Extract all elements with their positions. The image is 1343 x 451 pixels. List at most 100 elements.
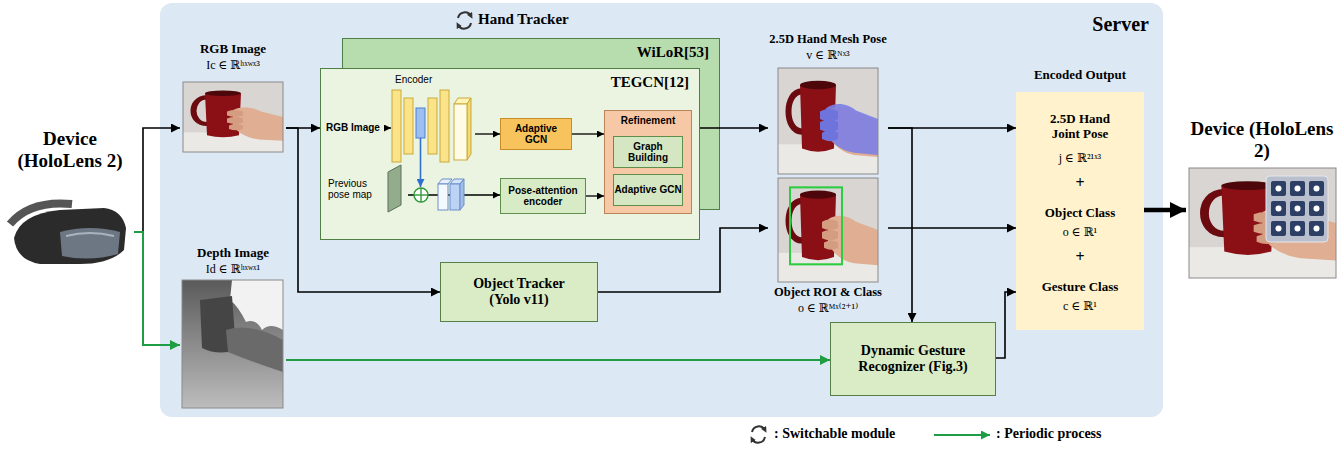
depth-photo — [182, 280, 283, 408]
input-arrow — [384, 128, 391, 129]
node-title: Adaptive GCN — [614, 184, 682, 196]
node-text: o ∈ ℝᴹˣ⁽²⁺¹⁾ — [768, 302, 888, 316]
node-text: + — [1016, 248, 1144, 266]
node-text: Object Class — [1016, 206, 1144, 221]
photo-frame — [183, 82, 283, 152]
ar-view-photo — [1271, 221, 1286, 236]
connector-arrow — [134, 232, 180, 345]
sum-symbol — [414, 188, 428, 202]
encoder-symbol — [467, 98, 471, 160]
node-text: Gesture Class — [1016, 280, 1144, 295]
connector-arrow — [888, 227, 1016, 229]
ar-view-photo — [1271, 201, 1286, 216]
node-title: Object Tracker (Yolo v11) — [459, 276, 579, 308]
node-text: j ∈ ℝ²¹ˣ³ — [1016, 152, 1144, 166]
encoder-symbol — [392, 90, 471, 162]
mesh-photo — [820, 119, 838, 132]
ar-view-photo — [1290, 201, 1305, 216]
node-title: Device (HoloLens 2) — [1186, 118, 1338, 162]
ar-view-photo — [1314, 186, 1320, 192]
annotation-label: Hand Tracker — [478, 11, 569, 28]
photo-frame — [778, 178, 878, 282]
sum-symbol — [420, 188, 421, 202]
mesh-photo — [822, 131, 838, 142]
node-title: Refinement — [605, 115, 691, 127]
legend-switchable-icon — [752, 426, 765, 442]
legend-switchable-icon — [752, 437, 765, 443]
rgb-photo — [183, 82, 283, 152]
node-title: Depth Image — [180, 246, 286, 261]
hololens-headset — [60, 228, 120, 259]
ar-view-photo — [1189, 168, 1336, 278]
annotation-label: RGB Image — [326, 122, 380, 134]
connector-arrow — [888, 128, 912, 322]
photo-frame — [778, 68, 878, 174]
tracker-box: Object Tracker (Yolo v11) — [440, 262, 598, 322]
node-title: TEGCN[12] — [331, 74, 689, 91]
switchable-icon — [458, 12, 471, 28]
ar-view-photo — [1290, 221, 1305, 236]
depth-photo — [182, 280, 283, 408]
node-text: Ic ∈ ℝʰˣʷˣ³ — [180, 59, 286, 73]
node-text: c ∈ ℝ¹ — [1016, 300, 1144, 314]
connector-arrow — [572, 133, 604, 134]
sum-symbol — [414, 188, 428, 202]
node-title: Dynamic Gesture Recognizer (Fig.3) — [845, 343, 981, 375]
output-box: Encoded Output2.5D Hand Joint Posej ∈ ℝ²… — [1016, 68, 1144, 330]
ar-view-photo — [1189, 168, 1336, 278]
switchable-icon — [458, 23, 471, 29]
connector-arrow — [134, 128, 180, 232]
encoder-symbol — [392, 90, 401, 162]
depth-photo — [182, 280, 283, 408]
node-title: Graph Building — [614, 141, 682, 164]
hololens-headset — [66, 233, 114, 236]
encoder-symbol — [404, 98, 413, 154]
ar-view-photo — [1276, 186, 1282, 192]
ar-view-photo — [1295, 226, 1301, 232]
mesh-photo — [778, 68, 878, 174]
encoder-symbol — [416, 108, 425, 138]
connector-arrow — [1144, 208, 1186, 213]
ar-view-photo — [1189, 168, 1336, 278]
feature-arrow — [420, 138, 421, 187]
ar-view-photo — [1295, 206, 1301, 212]
gcn-box: Adaptive GCN — [500, 118, 572, 150]
node-title: Server — [174, 13, 1149, 36]
hololens-headset — [10, 203, 126, 264]
gesture-box: Dynamic Gesture Recognizer (Fig.3) — [830, 322, 996, 396]
feature-blocks — [450, 184, 460, 210]
encoder-symbol — [428, 98, 437, 154]
ar-view-photo — [1309, 181, 1324, 196]
roi-photo — [778, 178, 878, 282]
refinement-box: RefinementGraph BuildingAdaptive GCN — [604, 110, 692, 214]
node-text: + — [1016, 174, 1144, 192]
node-title: Previous pose map — [328, 178, 380, 201]
encoder-symbol — [454, 104, 467, 160]
node-title: Pose-attention encoder — [504, 185, 582, 208]
feature-blocks — [438, 184, 448, 210]
node-text: Id ∈ ℝʰˣʷˣ¹ — [180, 263, 286, 277]
legend-text: : Switchable module — [774, 426, 895, 442]
node-title: Device (HoloLens 2) — [6, 128, 134, 172]
ar-view-photo — [1314, 206, 1320, 212]
node-title: RGB Image — [180, 42, 286, 57]
encoder-symbol — [440, 90, 449, 162]
feature-blocks — [438, 179, 464, 210]
server-panel: ServerRGB ImageIc ∈ ℝʰˣʷˣ³WiLoR[53]TEGCN… — [160, 3, 1163, 417]
roi-photo — [778, 178, 878, 282]
ar-view-photo — [1295, 186, 1301, 192]
input-arrow — [384, 127, 391, 128]
pose-map-symbol — [388, 165, 401, 212]
mesh-photo — [778, 68, 878, 174]
feature-blocks — [460, 179, 464, 210]
node-title: Encoder — [395, 74, 475, 86]
connector-arrow — [286, 359, 830, 361]
ar-view-photo — [1189, 168, 1336, 278]
depth-photo — [226, 328, 283, 372]
ar-view-photo — [1266, 176, 1328, 242]
pose-map-symbol — [388, 165, 401, 212]
ar-view-photo — [1309, 201, 1324, 216]
node-title: Encoded Output — [1016, 68, 1144, 83]
legend-periodic-arrow — [934, 434, 990, 436]
